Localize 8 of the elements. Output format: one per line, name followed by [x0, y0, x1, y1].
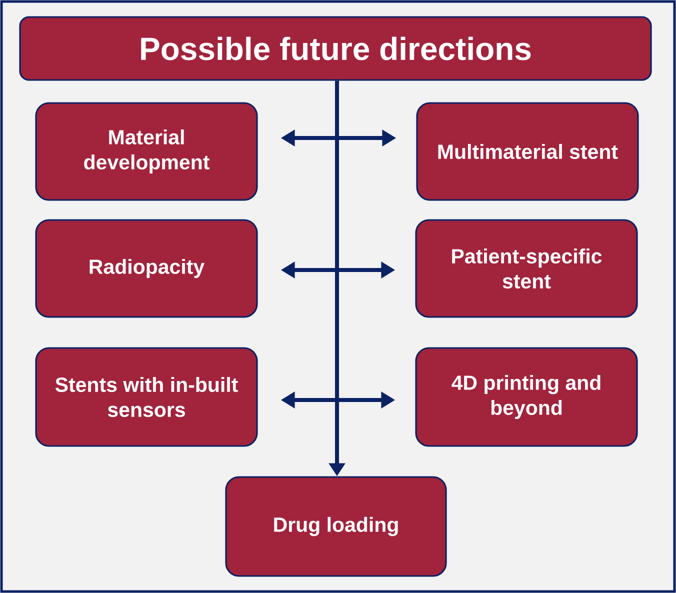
direction-box: Stents with in-built sensors [35, 347, 258, 447]
title-box: Possible future directions [19, 16, 652, 81]
direction-box: Patient-specific stent [415, 219, 638, 318]
direction-box: Multimaterial stent [416, 102, 639, 201]
direction-box: Drug loading [225, 476, 447, 577]
direction-box: Radiopacity [35, 219, 258, 318]
direction-box: 4D printing and beyond [415, 347, 638, 447]
direction-box: Material development [35, 102, 258, 201]
